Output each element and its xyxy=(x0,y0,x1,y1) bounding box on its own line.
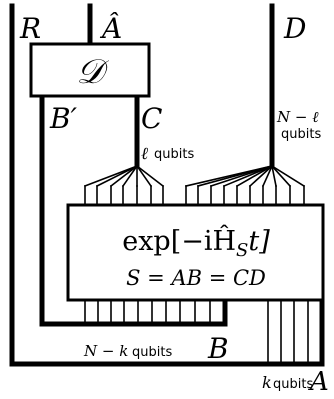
wires xyxy=(9,3,325,367)
subsystem-equation: S = AB = CD xyxy=(126,266,266,290)
label-r: R xyxy=(19,12,41,45)
label-n-minus-ell: N − ℓ xyxy=(276,108,318,126)
evolution-box xyxy=(66,203,325,302)
evolution-formula: exp[−iĤSt] xyxy=(122,224,270,261)
label-a-hat: Â xyxy=(99,12,122,45)
label-k: k xyxy=(262,373,272,392)
label-c: C xyxy=(141,102,162,135)
legs-a xyxy=(267,299,309,365)
legs-b xyxy=(84,299,211,325)
label-k-qubits: qubits xyxy=(273,377,313,392)
label-ell: ℓ xyxy=(141,144,148,164)
label-n-minus-k: N − k xyxy=(83,342,128,360)
wire-b-prime xyxy=(39,93,228,327)
label-b: B xyxy=(207,332,229,365)
fan-d xyxy=(185,164,306,206)
label-a: A xyxy=(308,367,329,394)
d-box xyxy=(29,42,151,98)
label-ell-qubits: qubits xyxy=(154,147,194,162)
label-b-prime: B′ xyxy=(49,102,78,135)
label-n-minus-ell-qubits: qubits xyxy=(281,127,321,142)
label-n-minus-k-qubits: qubits xyxy=(132,345,172,360)
wire-r xyxy=(9,3,325,367)
label-d: D xyxy=(283,12,306,45)
fan-c xyxy=(83,164,165,206)
